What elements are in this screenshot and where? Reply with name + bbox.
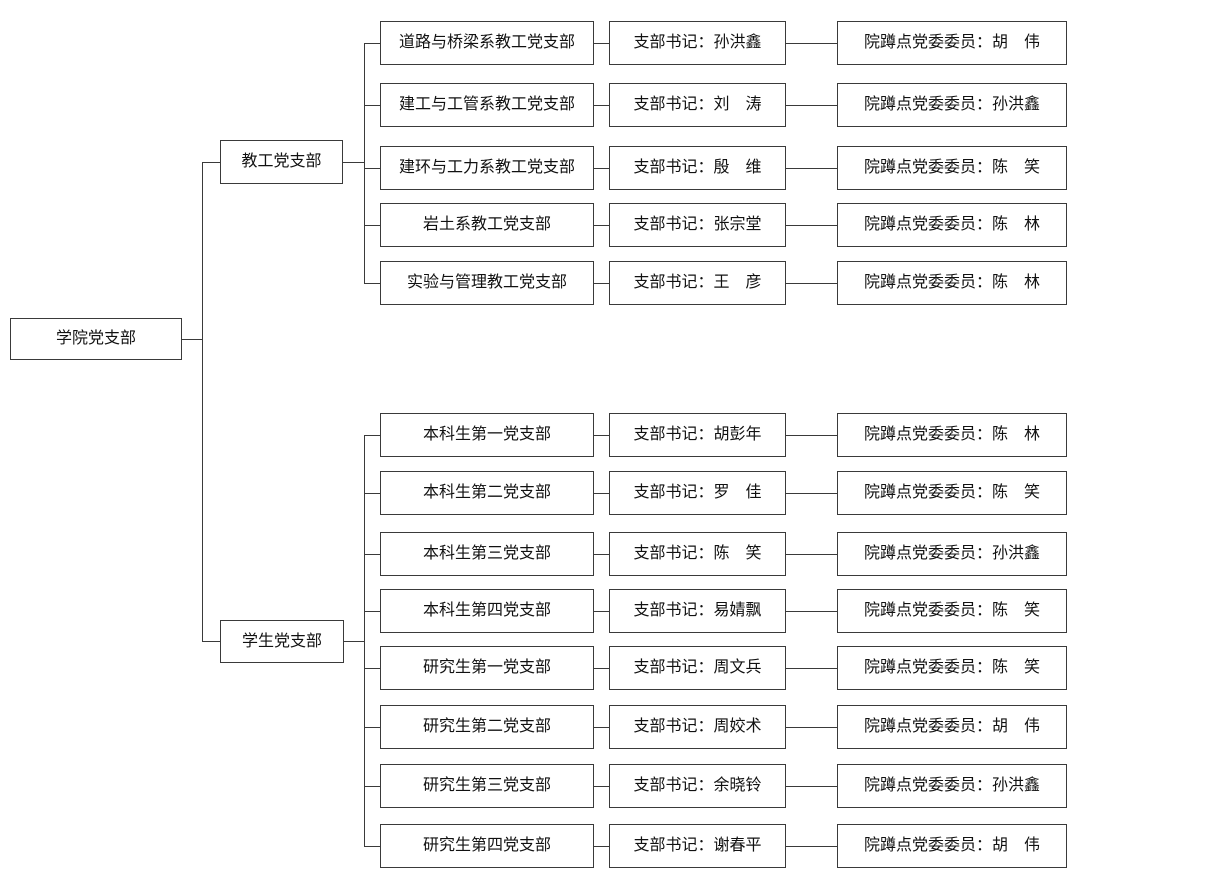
secretary-box: 支部书记：陈 笑	[609, 532, 786, 576]
connector-row-stub	[364, 554, 380, 555]
committee-box: 院蹲点党委委员：孙洪鑫	[837, 532, 1067, 576]
connector-root-stub	[182, 339, 202, 340]
committee-box: 院蹲点党委委员：陈 林	[837, 413, 1067, 457]
branch-node-student: 学生党支部	[220, 620, 344, 663]
connector-secretary-committee	[786, 283, 837, 284]
committee-box: 院蹲点党委委员：孙洪鑫	[837, 764, 1067, 808]
connector-secretary-committee	[786, 225, 837, 226]
connector-branch-stub	[202, 641, 220, 642]
secretary-box: 支部书记：张宗堂	[609, 203, 786, 247]
sub-branch-name-box: 建工与工管系教工党支部	[380, 83, 594, 127]
connector-row-stub	[364, 168, 380, 169]
sub-branch-name-box: 研究生第三党支部	[380, 764, 594, 808]
secretary-box: 支部书记：周姣术	[609, 705, 786, 749]
connector-row-stub	[364, 493, 380, 494]
connector-name-secretary	[594, 168, 609, 169]
secretary-box: 支部书记：易婧飘	[609, 589, 786, 633]
sub-branch-name-box: 研究生第一党支部	[380, 646, 594, 690]
sub-branch-name-box: 本科生第一党支部	[380, 413, 594, 457]
committee-box: 院蹲点党委委员：陈 笑	[837, 146, 1067, 190]
connector-name-secretary	[594, 283, 609, 284]
connector-secretary-committee	[786, 668, 837, 669]
committee-box: 院蹲点党委委员：陈 林	[837, 261, 1067, 305]
connector-branch-stub	[202, 162, 220, 163]
committee-box: 院蹲点党委委员：胡 伟	[837, 21, 1067, 65]
connector-name-secretary	[594, 727, 609, 728]
secretary-box: 支部书记：刘 涛	[609, 83, 786, 127]
secretary-box: 支部书记：周文兵	[609, 646, 786, 690]
sub-branch-name-box: 实验与管理教工党支部	[380, 261, 594, 305]
committee-box: 院蹲点党委委员：陈 林	[837, 203, 1067, 247]
committee-box: 院蹲点党委委员：胡 伟	[837, 705, 1067, 749]
connector-row-stub	[364, 727, 380, 728]
connector-secretary-committee	[786, 727, 837, 728]
connector-row-stub	[364, 668, 380, 669]
sub-branch-name-box: 岩土系教工党支部	[380, 203, 594, 247]
committee-box: 院蹲点党委委员：胡 伟	[837, 824, 1067, 868]
connector-name-secretary	[594, 554, 609, 555]
connector-main-trunk	[202, 162, 203, 641]
connector-name-secretary	[594, 786, 609, 787]
connector-row-stub	[364, 435, 380, 436]
secretary-box: 支部书记：谢春平	[609, 824, 786, 868]
connector-secretary-committee	[786, 554, 837, 555]
connector-branch-out	[344, 641, 364, 642]
connector-name-secretary	[594, 668, 609, 669]
sub-branch-name-box: 道路与桥梁系教工党支部	[380, 21, 594, 65]
connector-secretary-committee	[786, 105, 837, 106]
branch-node-faculty: 教工党支部	[220, 140, 343, 184]
connector-secretary-committee	[786, 846, 837, 847]
connector-row-trunk	[364, 435, 365, 846]
connector-name-secretary	[594, 435, 609, 436]
connector-row-stub	[364, 786, 380, 787]
connector-row-trunk	[364, 43, 365, 283]
secretary-box: 支部书记：余晓铃	[609, 764, 786, 808]
connector-name-secretary	[594, 43, 609, 44]
secretary-box: 支部书记：罗 佳	[609, 471, 786, 515]
connector-name-secretary	[594, 611, 609, 612]
connector-secretary-committee	[786, 786, 837, 787]
sub-branch-name-box: 研究生第二党支部	[380, 705, 594, 749]
committee-box: 院蹲点党委委员：陈 笑	[837, 646, 1067, 690]
connector-row-stub	[364, 846, 380, 847]
connector-secretary-committee	[786, 493, 837, 494]
committee-box: 院蹲点党委委员：孙洪鑫	[837, 83, 1067, 127]
connector-name-secretary	[594, 105, 609, 106]
connector-row-stub	[364, 43, 380, 44]
secretary-box: 支部书记：殷 维	[609, 146, 786, 190]
connector-secretary-committee	[786, 168, 837, 169]
connector-row-stub	[364, 611, 380, 612]
sub-branch-name-box: 建环与工力系教工党支部	[380, 146, 594, 190]
sub-branch-name-box: 本科生第二党支部	[380, 471, 594, 515]
connector-row-stub	[364, 283, 380, 284]
connector-name-secretary	[594, 846, 609, 847]
connector-secretary-committee	[786, 43, 837, 44]
connector-name-secretary	[594, 225, 609, 226]
connector-secretary-committee	[786, 435, 837, 436]
sub-branch-name-box: 研究生第四党支部	[380, 824, 594, 868]
sub-branch-name-box: 本科生第四党支部	[380, 589, 594, 633]
committee-box: 院蹲点党委委员：陈 笑	[837, 589, 1067, 633]
connector-secretary-committee	[786, 611, 837, 612]
root-node: 学院党支部	[10, 318, 182, 360]
sub-branch-name-box: 本科生第三党支部	[380, 532, 594, 576]
committee-box: 院蹲点党委委员：陈 笑	[837, 471, 1067, 515]
secretary-box: 支部书记：孙洪鑫	[609, 21, 786, 65]
secretary-box: 支部书记：胡彭年	[609, 413, 786, 457]
connector-row-stub	[364, 225, 380, 226]
connector-branch-out	[343, 162, 364, 163]
connector-row-stub	[364, 105, 380, 106]
secretary-box: 支部书记：王 彦	[609, 261, 786, 305]
connector-name-secretary	[594, 493, 609, 494]
